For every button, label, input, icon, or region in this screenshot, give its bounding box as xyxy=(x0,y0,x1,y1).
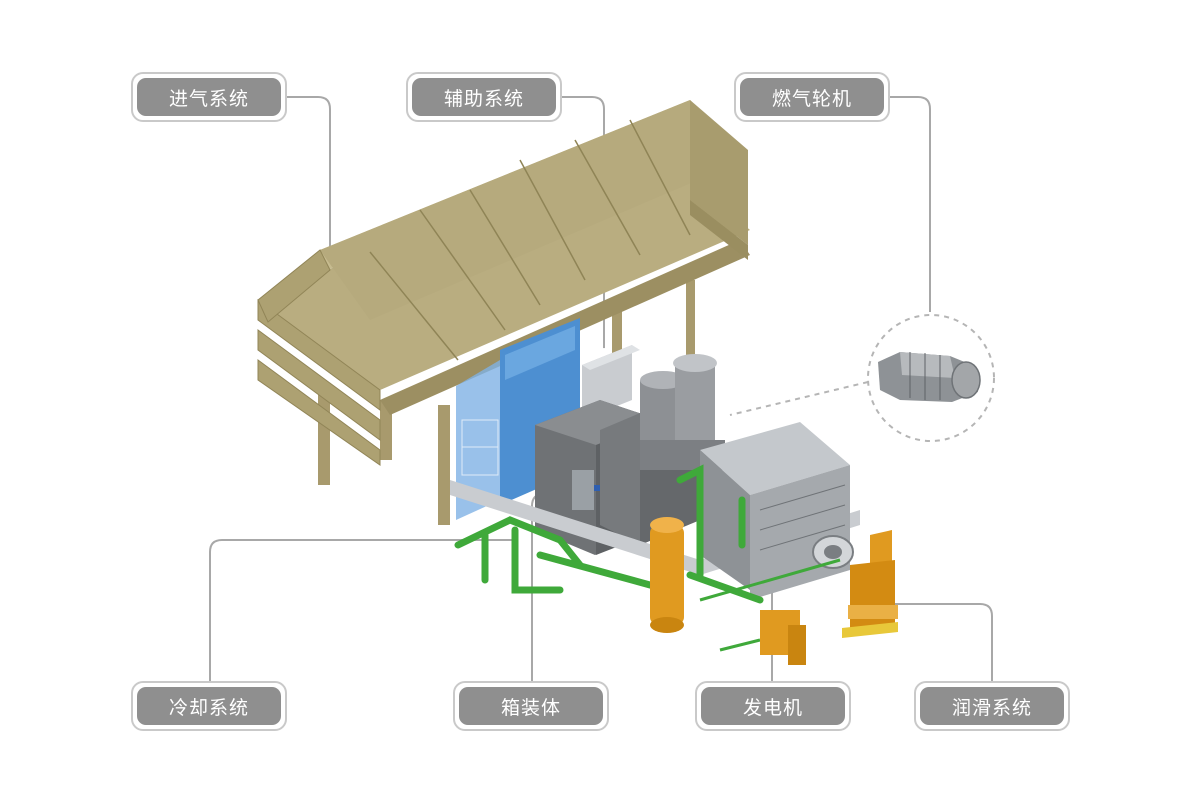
green-piping xyxy=(454,464,764,604)
label-cooling-system: 冷却系统 xyxy=(131,681,287,731)
leader-auxiliary xyxy=(562,96,605,352)
leader-cooling xyxy=(209,539,520,681)
label-enclosure: 箱装体 xyxy=(453,681,609,731)
leader-lubrication xyxy=(880,603,993,681)
label-enclosure-text: 箱装体 xyxy=(459,687,603,725)
label-lubrication-system-text: 润滑系统 xyxy=(920,687,1064,725)
label-gas-turbine: 燃气轮机 xyxy=(734,72,890,122)
green-piping-thin xyxy=(699,558,841,652)
orange-equipment xyxy=(650,517,898,665)
label-gas-turbine-text: 燃气轮机 xyxy=(740,78,884,116)
label-intake-system: 进气系统 xyxy=(131,72,287,122)
label-auxiliary-system: 辅助系统 xyxy=(406,72,562,122)
generator-unit xyxy=(700,422,854,600)
gas-turbine-detail-icon xyxy=(729,314,995,442)
label-generator: 发电机 xyxy=(695,681,851,731)
label-cooling-system-text: 冷却系统 xyxy=(137,687,281,725)
label-lubrication-system: 润滑系统 xyxy=(914,681,1070,731)
label-auxiliary-system-text: 辅助系统 xyxy=(412,78,556,116)
label-generator-text: 发电机 xyxy=(701,687,845,725)
leader-intake xyxy=(286,96,331,262)
auxiliary-box xyxy=(582,345,640,420)
label-intake-system-text: 进气系统 xyxy=(137,78,281,116)
leader-gas-turbine xyxy=(890,96,931,312)
